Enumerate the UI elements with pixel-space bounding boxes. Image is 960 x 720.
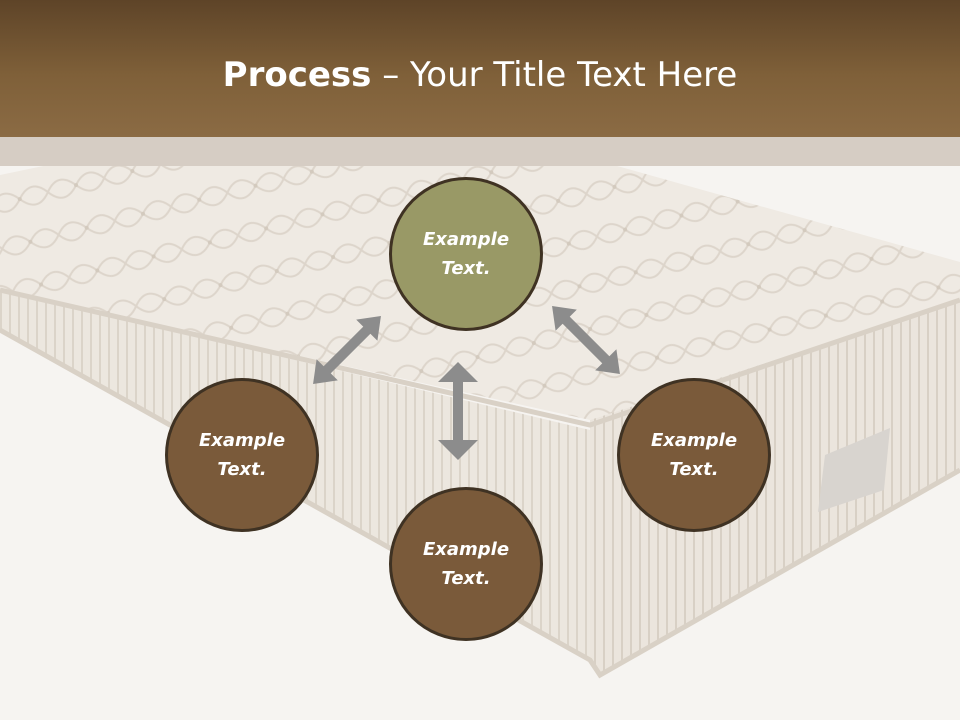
slide-title: Process – Your Title Text Here [0, 52, 960, 98]
arrow-top-right [552, 306, 620, 374]
arrow-top-left [313, 316, 381, 384]
title-bold: Process [222, 55, 372, 95]
node-bottom-text: Example Text. [422, 539, 510, 589]
node-left-text: Example Text. [198, 430, 286, 480]
node-top-text: Example Text. [422, 229, 510, 279]
process-node-left: Example Text. [165, 378, 319, 532]
arrow-vertical [438, 362, 478, 460]
title-rest: Your Title Text Here [410, 55, 738, 95]
title-separator: – [371, 55, 411, 95]
process-node-top: Example Text. [389, 177, 543, 331]
title-band [0, 137, 960, 166]
process-node-bottom: Example Text. [389, 487, 543, 641]
title-bar [0, 0, 960, 137]
process-node-right: Example Text. [617, 378, 771, 532]
node-right-text: Example Text. [650, 430, 738, 480]
